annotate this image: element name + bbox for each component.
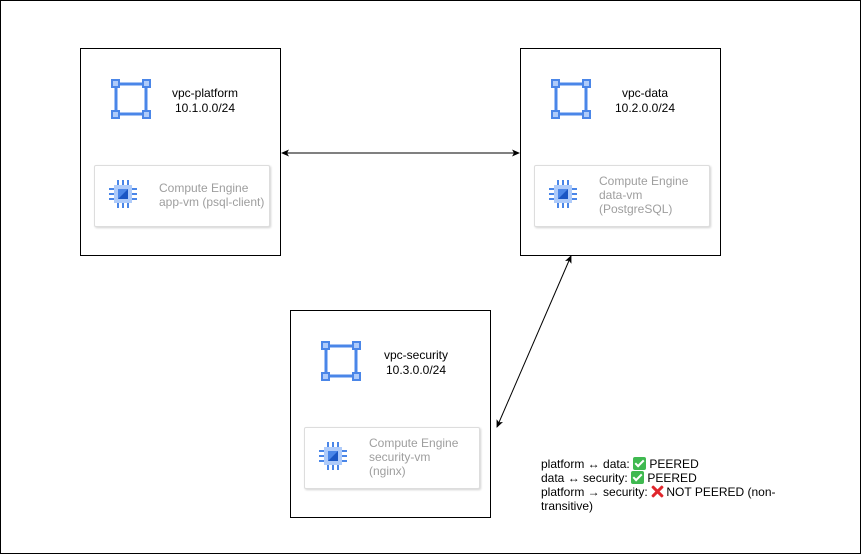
- vpc-label: vpc-data 10.2.0.0/24: [607, 86, 683, 116]
- vpc-cidr: 10.2.0.0/24: [614, 101, 676, 115]
- check-mark-icon: [633, 457, 647, 470]
- vpc-network-icon: [321, 341, 361, 381]
- vm-name: app-vm (psql-client): [159, 195, 265, 209]
- compute-engine-card[interactable]: Compute Engine data-vm (PostgreSQL): [534, 165, 710, 227]
- vpc-data-box[interactable]: vpc-data 10.2.0.0/24 Compute Engine data…: [520, 48, 721, 256]
- check-mark-icon: [631, 471, 645, 484]
- vm-role: (nginx): [369, 464, 406, 478]
- legend-pair: platform ↔ data:: [541, 457, 634, 471]
- legend-pair: platform → security:: [541, 485, 652, 499]
- peering-status-legend: platform ↔ data: PEERED data ↔ security:…: [541, 457, 801, 513]
- peering-link-data-security: [496, 255, 572, 428]
- vm-service: Compute Engine: [159, 181, 249, 195]
- vm-description: Compute Engine security-vm (nginx): [369, 436, 458, 478]
- vm-name: security-vm: [369, 450, 431, 464]
- legend-status: PEERED: [644, 471, 697, 485]
- vpc-network-icon: [551, 79, 591, 119]
- vm-service: Compute Engine: [369, 436, 459, 450]
- legend-line-continued: transitive): [541, 499, 594, 513]
- vpc-platform-box[interactable]: vpc-platform 10.1.0.0/24 Compute Engine …: [80, 48, 281, 256]
- vm-service: Compute Engine: [599, 174, 689, 188]
- vpc-network-icon: [111, 79, 151, 119]
- vpc-label: vpc-platform 10.1.0.0/24: [163, 86, 247, 116]
- legend-pair: data ↔ security:: [541, 471, 632, 485]
- vpc-name: vpc-data: [621, 86, 669, 100]
- compute-engine-icon: [109, 180, 137, 208]
- compute-engine-icon: [549, 180, 577, 208]
- compute-engine-card[interactable]: Compute Engine app-vm (psql-client): [94, 165, 270, 227]
- compute-engine-icon: [319, 442, 347, 470]
- legend-line: data ↔ security: PEERED: [541, 471, 801, 485]
- vpc-cidr: 10.1.0.0/24: [174, 101, 236, 115]
- compute-engine-card[interactable]: Compute Engine security-vm (nginx): [304, 427, 480, 489]
- vpc-label: vpc-security 10.3.0.0/24: [373, 348, 459, 378]
- vm-description: Compute Engine data-vm (PostgreSQL): [599, 174, 688, 216]
- vpc-name: vpc-security: [383, 348, 448, 362]
- legend-line: platform ↔ data: PEERED: [541, 457, 801, 471]
- vpc-security-box[interactable]: vpc-security 10.3.0.0/24 Compute Engine …: [290, 310, 491, 518]
- vpc-cidr: 10.3.0.0/24: [385, 363, 447, 377]
- vm-description: Compute Engine app-vm (psql-client): [159, 181, 264, 209]
- cross-mark-icon: [651, 485, 663, 498]
- legend-status: NOT PEERED (non-: [663, 485, 776, 499]
- legend-status: PEERED: [646, 457, 699, 471]
- vpc-name: vpc-platform: [171, 86, 239, 100]
- legend-line: platform → security: NOT PEERED (non-: [541, 485, 801, 499]
- vm-role: (PostgreSQL): [599, 202, 673, 216]
- vm-name: data-vm: [599, 188, 643, 202]
